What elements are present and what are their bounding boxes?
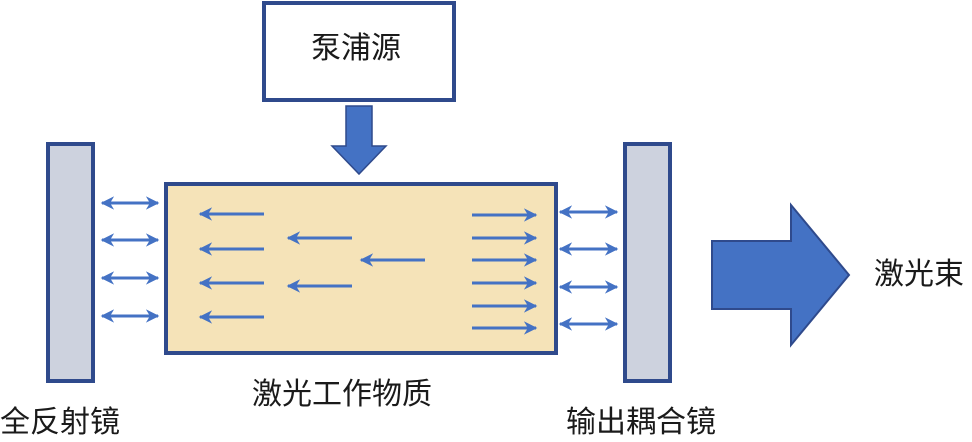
full-reflector-mirror (46, 142, 95, 383)
pump-source-label: 泵浦源 (311, 31, 401, 66)
output-coupler-label: 输出耦合镜 (566, 405, 716, 440)
full-reflector-label: 全反射镜 (0, 405, 120, 440)
gain-medium-label: 激光工作物质 (252, 377, 432, 412)
laser-beam-arrow (711, 202, 851, 348)
laser-beam-label: 激光束 (874, 257, 964, 292)
output-coupler-mirror (623, 142, 672, 383)
gain-medium-box (164, 182, 558, 355)
pump-source-box (262, 1, 456, 102)
pump-arrow (330, 105, 388, 176)
